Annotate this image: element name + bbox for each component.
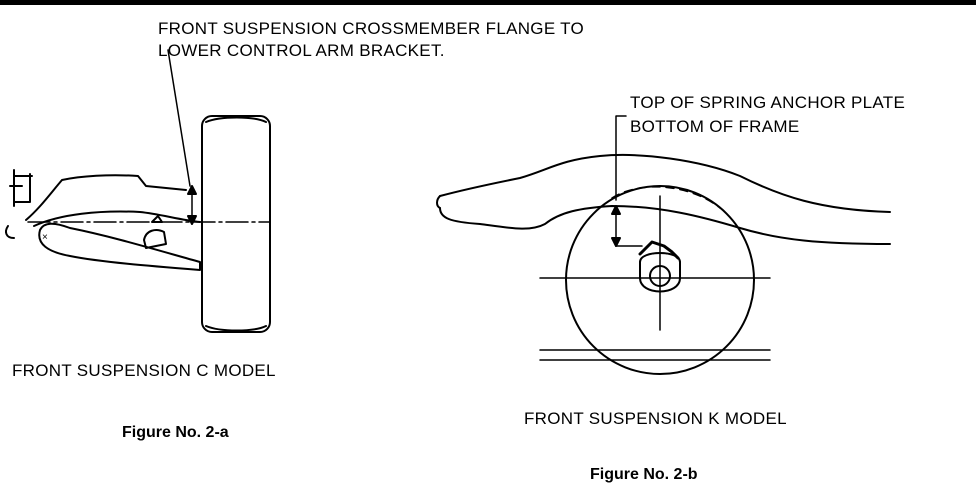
k-model-drawing [436,115,891,375]
ball-joint-cap [151,215,163,223]
figure-caption-b: Figure No. 2-b [590,466,698,483]
callout-frame-bottom: BOTTOM OF FRAME [630,117,800,136]
arrow-up [187,185,197,195]
callout-crossmember-line2: LOWER CONTROL ARM BRACKET. [158,41,445,60]
ball-joint [143,229,167,249]
c-model-drawing: × [5,49,271,333]
callout-crossmember-line1: FRONT SUSPENSION CROSSMEMBER FLANGE TO [158,19,585,38]
lower-control-arm-body [38,222,201,271]
arrow-up-b [611,205,621,215]
hub [649,265,671,287]
anchor-plate [638,240,680,260]
frame-bracket [9,169,33,207]
tire-tread-top [205,116,267,123]
model-label-k: FRONT SUSPENSION K MODEL [524,409,787,428]
model-label-c: FRONT SUSPENSION C MODEL [12,361,276,380]
svg-text:×: × [42,232,48,243]
callout-spring-anchor: TOP OF SPRING ANCHOR PLATE [630,93,906,112]
tire [201,115,271,333]
arrow-down-b [611,237,621,247]
tire-tread-bottom [205,325,267,332]
leader-line-b [615,115,627,201]
lower-control-arm [33,210,201,227]
spring-anchor [639,252,681,293]
wheel [565,185,755,375]
upper-control-arm [25,174,187,221]
frame-rail-top [439,153,891,213]
top-border [0,0,976,5]
leader-line-a [167,49,191,187]
figure-caption-a: Figure No. 2-a [122,424,229,441]
frame-rail-bottom [439,205,891,245]
arrow-down [187,215,197,225]
frame-rail-end [436,195,441,209]
frame-bracket-lower [5,225,15,239]
wheel-hidden-arc [611,186,721,209]
